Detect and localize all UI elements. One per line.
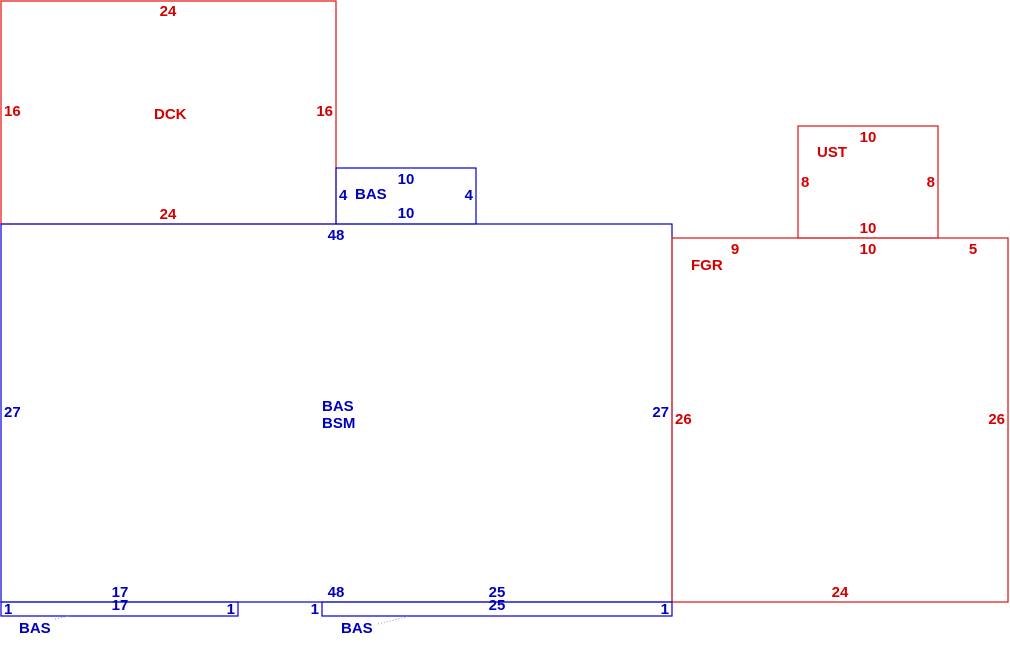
fgr-top-left-dim: 9 [731,241,739,258]
bas-strip-right-outline [321,601,673,617]
dck-bottom-dim: 24 [160,206,177,223]
fgr-top-right-dim: 5 [969,241,977,258]
dck-right-dim: 16 [316,103,333,120]
ust-top-dim: 10 [860,129,877,146]
main-right-dim: 27 [652,404,669,421]
bas-small-bottom-dim: 10 [398,205,415,222]
bas-small-area-code: BAS [355,186,387,203]
ust-bottom-dim: 10 [860,220,877,237]
fgr-left-dim: 26 [675,411,692,428]
bas-strip-right-bottom-dim: 25 [489,597,506,614]
bas-strip-right-top-dim: 25 [489,584,506,601]
fgr-right-dim: 26 [988,411,1005,428]
dck-left-dim: 16 [4,103,21,120]
bas-strip-left-area-code: BAS [19,620,51,637]
bas-strip-left-right-dim: 1 [227,601,235,618]
ust-area-code: UST [817,144,847,161]
main-left-dim: 27 [4,404,21,421]
bas-strip-right-right-dim: 1 [661,601,669,618]
leader-line [54,615,69,620]
ust-right-dim: 8 [927,174,935,191]
bas-strip-left-bottom-dim: 17 [112,597,129,614]
bas-small-left-dim: 4 [339,187,348,204]
ust-left-dim: 8 [801,174,809,191]
fgr-bottom-dim: 24 [832,584,849,601]
fgr-outline [671,237,1009,603]
bas-strip-right-area-code: BAS [341,620,373,637]
fgr-top-mid-dim: 10 [860,241,877,258]
main-top-dim: 48 [328,227,345,244]
fgr-area-code: FGR [691,257,723,274]
leader-line [377,615,411,625]
bas-strip-left-outline [0,601,239,617]
main-area-code-2: BSM [322,415,355,432]
bas-small-top-dim: 10 [398,171,415,188]
bas-strip-left-left-dim: 1 [4,601,12,618]
dck-top-dim: 24 [160,3,177,20]
main-bottom-dim: 48 [328,584,345,601]
bas-small-right-dim: 4 [465,187,474,204]
bas-strip-left-top-dim: 17 [112,584,129,601]
bas-strip-right-left-dim: 1 [311,601,319,618]
main-area-code-1: BAS [322,398,354,415]
dck-area-code: DCK [154,106,187,123]
